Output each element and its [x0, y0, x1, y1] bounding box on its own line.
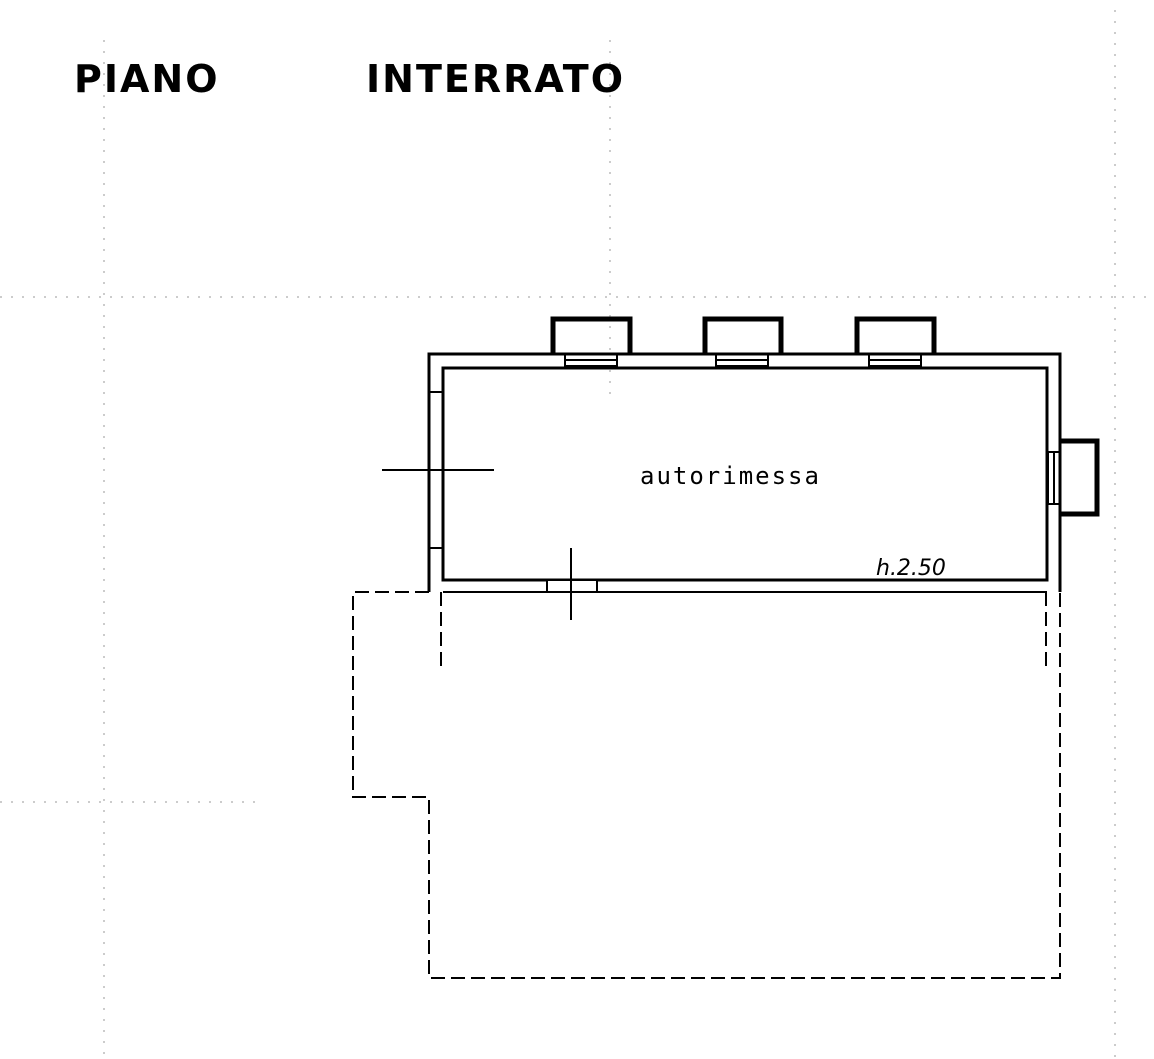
room-height-label: h.2.50 [876, 556, 946, 581]
light-well-2 [702, 316, 784, 367]
light-well-right [1047, 438, 1100, 517]
light-well-right-box [1060, 438, 1100, 517]
inner-wall-line [441, 366, 1049, 582]
drawing-title: PIANO INTERRATO [74, 57, 625, 101]
background-grid [0, 10, 1154, 1059]
light-well-2-box [702, 316, 784, 354]
light-well-1-box [550, 316, 633, 354]
footprint-dashed-outline [352, 591, 1061, 979]
light-well-1 [550, 316, 633, 367]
title-word-interrato: INTERRATO [366, 57, 625, 101]
bottom-door [546, 548, 598, 620]
dashed-outline-path [352, 591, 1061, 979]
title-word-piano: PIANO [74, 57, 220, 101]
room-label-autorimessa: autorimessa [640, 462, 821, 490]
light-wells-top [550, 316, 937, 367]
light-well-3 [854, 316, 937, 367]
light-well-3-box [854, 316, 937, 354]
